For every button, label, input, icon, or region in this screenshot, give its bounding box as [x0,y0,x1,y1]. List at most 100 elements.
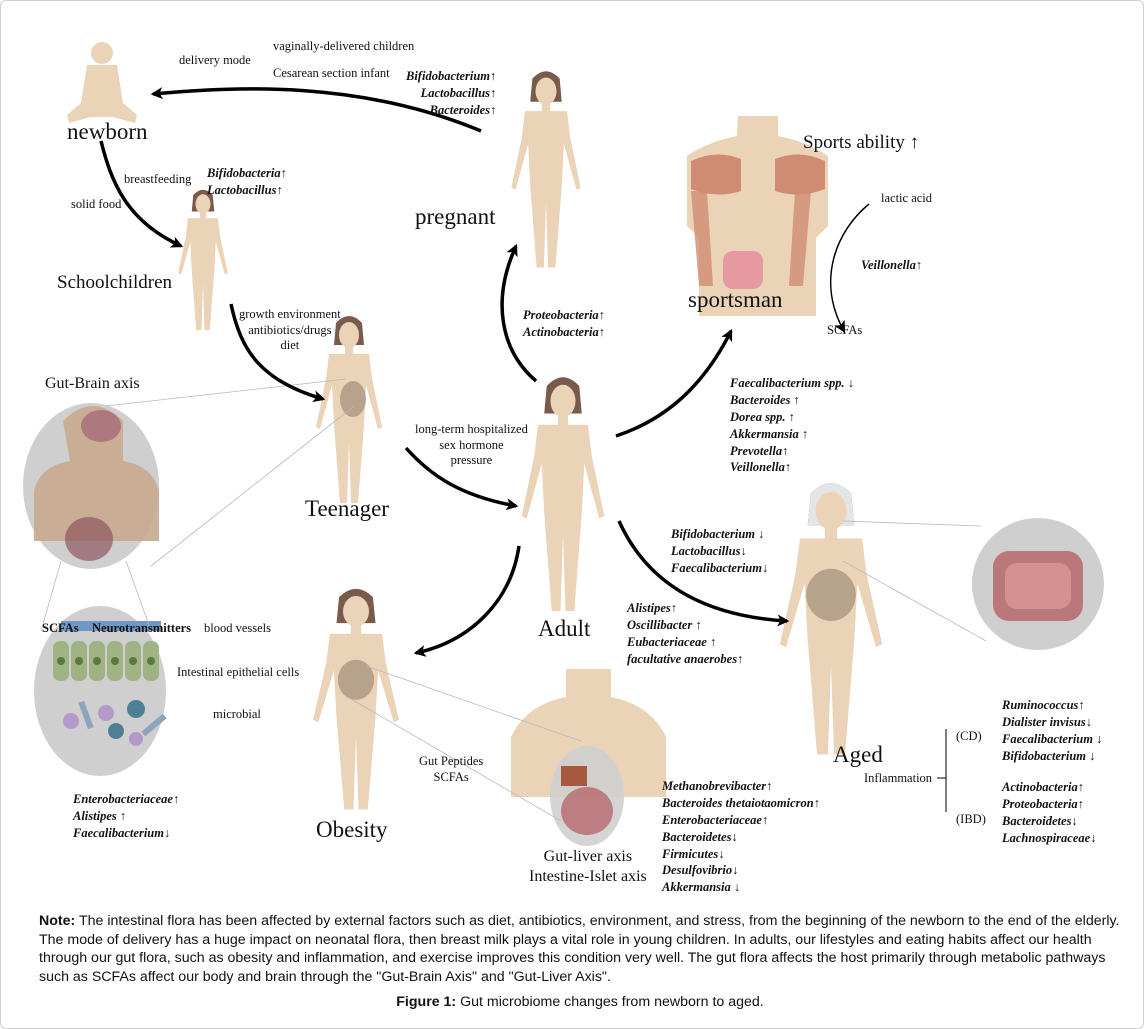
bacteria-item: Firmicutes↓ [662,846,725,861]
bacteria-item: facultative anaerobes↑ [627,651,744,666]
label-breastfeeding: breastfeeding [124,172,192,186]
label-epithelial: Intestinal epithelial cells [177,665,300,679]
bacteria-item: Actinobacteria↑ [1002,780,1084,794]
bacteria-item: Proteobacteria↑ [523,308,605,322]
bacteria-item: Faecalibacterium↓ [73,825,171,840]
label-lactic-acid: lactic acid [881,191,933,205]
bacteria-aged-down: Bifidobacterium ↓ Lactobacillus↓ Faecali… [671,526,768,577]
label-blood-vessels: blood vessels [204,621,272,635]
aged-gut-circle [972,518,1104,650]
teen-factors: growth environment antibiotics/drugs die… [239,307,341,354]
bacteria-item: Desulfovibrio↓ [662,863,739,878]
bacteria-item: Proteobacteria↑ [1002,796,1084,811]
gut-liver-figure [511,669,666,846]
arrow-delivery [150,87,482,133]
schoolchildren-figure [178,189,228,330]
stage-teenager: Teenager [305,496,389,521]
bacteria-aged-up: Alistipes↑ Oscillibacter ↑ Eubacteriacea… [627,600,743,668]
bacteria-ibd: Actinobacteria↑ Proteobacteria↑ Bacteroi… [1002,779,1096,847]
bacteria-veillonella-sport: Veillonella↑ [861,258,923,272]
note-label: Note: [39,913,76,929]
arrow-adult-pregnant [500,243,538,383]
bacteria-item: Lactobacillus↓ [671,543,747,558]
bacteria-delivery: Bifidobacterium↑ Lactobacillus↑ Bacteroi… [406,68,496,119]
stage-aged: Aged [833,742,883,767]
gut-peptides-line: Gut Peptides [419,754,484,768]
bacteria-item: Ruminococcus↑ [1002,698,1085,712]
bacteria-sportsman: Faecalibacterium spp. ↓ Bacteroides ↑ Do… [730,375,854,476]
stage-newborn: newborn [67,119,148,144]
bacteria-item: Veillonella↑ [730,460,792,475]
teen-factor: antibiotics/drugs [248,322,332,337]
label-gut-brain-axis: Gut-Brain axis [45,375,140,392]
bacteria-item: Lactobacillus↑ [207,182,283,197]
label-sports-ability: Sports ability ↑ [803,132,920,153]
bacteria-item: Bacteroides↑ [429,102,497,117]
adult-factor: long-term hospitalized [415,422,528,436]
adult-factor: sex hormone [439,437,504,452]
arrow-teen-adult [404,446,519,511]
bacteria-item: Bacteroides thetaiotaomicron↑ [662,795,820,810]
newborn-figure [67,42,137,123]
arrow-school-teen [229,303,326,403]
figure-caption: Note: The intestinal flora has been affe… [39,912,1121,1012]
figure-text: Gut microbiome changes from newborn to a… [456,994,764,1010]
sportsman-torso [687,116,828,316]
teen-factor: diet [280,338,300,353]
bacteria-item: Bacteroidetes↓ [662,829,738,844]
stage-adult: Adult [538,616,591,641]
bacteria-item: Eubacteriaceae ↑ [627,634,717,649]
adult-figure [521,377,605,611]
obesity-figure [313,588,399,810]
aged-figure [779,483,883,755]
label-delivery-mode: delivery mode [179,53,251,67]
label-vaginal: vaginally-delivered children [273,39,415,53]
bacteria-item: Akkermansia ↓ [662,880,741,895]
teen-factor: growth environment [239,307,341,321]
bacteria-item: Bacteroides ↑ [730,392,800,407]
label-neurotransmitters: Neurotransmitters [92,621,192,635]
arrow-adult-aged [617,520,790,627]
label-scfas-bar: SCFAs [42,621,79,635]
arrow-lactic-scfas [830,203,870,334]
label-cesarean: Cesarean section infant [273,66,390,80]
bacteria-item: Alistipes ↑ [73,808,127,823]
bacteria-item: Dialister invisus↓ [1002,714,1092,729]
figure-title: Figure 1: Gut microbiome changes from ne… [39,993,1121,1012]
bacteria-gut-brain: Enterobacteriaceae↑ Alistipes ↑ Faecalib… [73,791,179,842]
lifecycle-arrows [99,87,790,657]
stage-pregnant: pregnant [415,204,496,229]
label-axes: Gut-liver axis Intestine-Islet axis [529,847,647,887]
bacteria-item: Bifidobacterium↑ [406,69,497,83]
bacteria-item: Bifidobacterium ↓ [671,527,765,541]
connector-lines [40,378,987,822]
label-microbial: microbial [213,707,261,721]
label-intestine-islet-axis: Intestine-Islet axis [529,868,647,885]
bacteria-item: Methanobrevibacter↑ [662,779,773,793]
bacteria-item: Faecalibacterium ↓ [1002,731,1103,746]
stage-obesity: Obesity [316,817,388,842]
stage-sportsman: sportsman [688,287,783,312]
gut-peptides-line: SCFAs [433,769,469,784]
pregnant-figure [511,71,581,268]
arrow-adult-sportsman [615,328,733,438]
bacteria-obesity: Methanobrevibacter↑ Bacteroides thetaiot… [662,778,820,896]
bacteria-pregnant: Proteobacteria↑ Actinobacteria↑ [523,307,605,341]
arrow-adult-obesity [413,545,521,657]
adult-factors: long-term hospitalized sex hormone press… [415,422,528,469]
arrow-newborn-school [99,140,184,248]
note-text: The intestinal flora has been affected b… [39,913,1120,985]
figure-label: Figure 1: [396,994,457,1010]
label-ibd: (IBD) [956,812,986,826]
bacteria-item: Bifidobacteria↑ [207,166,287,180]
stage-schoolchildren: Schoolchildren [57,272,173,293]
label-inflammation: Inflammation [864,771,933,785]
bacteria-item: Dorea spp. ↑ [730,409,795,424]
label-gut-liver-axis: Gut-liver axis [543,848,633,865]
bacteria-item: Enterobacteriaceae↑ [662,812,769,827]
label-scfas-sport: SCFAs [827,323,863,337]
bacteria-item: Faecalibacterium↓ [671,560,769,575]
adult-factor: pressure [450,453,493,468]
inflammation-bracket [937,729,947,812]
